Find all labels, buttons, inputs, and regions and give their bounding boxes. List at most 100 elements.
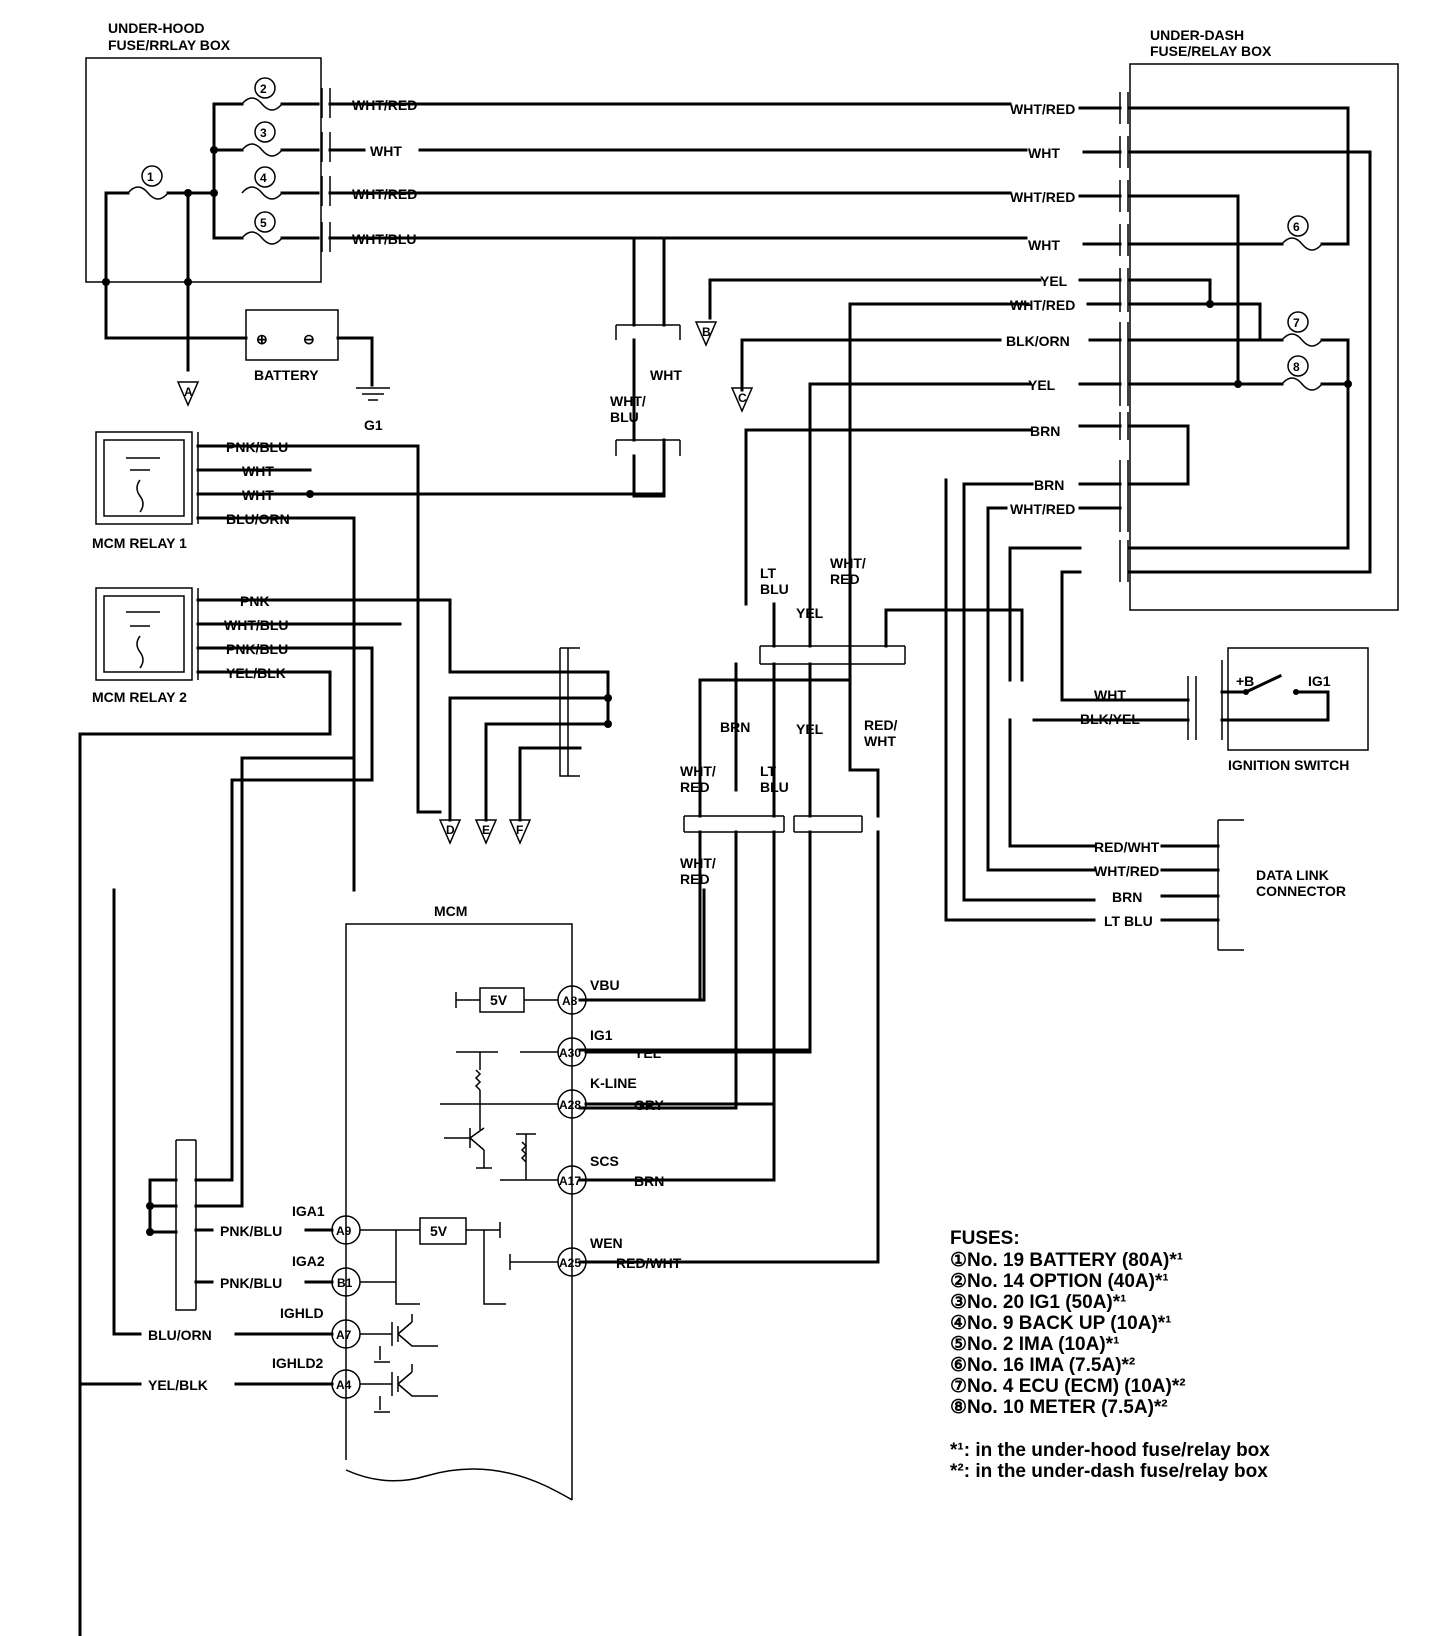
signal-vbu: VBU [590, 977, 620, 993]
mcm-relay-2: MCM RELAY 2 PNK WHT/BLU PNK/BLU YEL/BLK [78, 587, 562, 1636]
wire-label-lt-blu-s1: LT [760, 565, 777, 581]
relay-1-coil-icon [126, 457, 160, 513]
ground-icon [356, 387, 390, 401]
wire-label-wht-red-s5: WHT/ [680, 855, 716, 871]
fuse-4-number: 4 [260, 171, 267, 185]
data-link-connector: RED/WHT WHT/RED BRN LT BLU DATA LINK CON… [944, 478, 1346, 951]
offpage-d-label: D [446, 823, 455, 837]
svg-text:B1: B1 [337, 1276, 353, 1290]
svg-text:A9: A9 [336, 1224, 352, 1238]
fuse-note-1: *¹: in the under-hood fuse/relay box [950, 1440, 1270, 1461]
wire-label-brn-4: BRN [1112, 889, 1142, 905]
wire-label-blu-orn-2: BLU/ORN [148, 1327, 212, 1343]
fuse-6-number: 6 [1293, 220, 1300, 234]
wire-label-wht-red-s6: RED [680, 871, 710, 887]
fuses-title: FUSES: [950, 1228, 1020, 1249]
pin-a9: A9 IGA1 PNK/BLU 5V [194, 1203, 506, 1305]
signal-wen: WEN [590, 1235, 623, 1251]
pin-a8: A8 VBU 5V [455, 888, 706, 1015]
fuse-4-icon: 4 [241, 166, 283, 200]
mcm-label: MCM [434, 903, 467, 919]
fuse-3-number: 3 [260, 126, 267, 140]
battery-label: BATTERY [254, 367, 319, 383]
svg-text:A25: A25 [559, 1256, 581, 1270]
harness-connector-low: WHT/ RED [578, 815, 880, 1264]
fuse-8-number: 8 [1293, 360, 1300, 374]
fuse-note-2: *²: in the under-dash fuse/relay box [950, 1461, 1268, 1482]
offpage-b-label: B [702, 325, 711, 339]
svg-text:A28: A28 [559, 1098, 581, 1112]
offpage-d-icon [438, 819, 462, 845]
wire-label-lt-blu-s2: BLU [760, 581, 789, 597]
fuse-6-icon: 6 [1281, 215, 1323, 251]
wire-label-wht-6: WHT [242, 487, 274, 503]
fuse-2-number: 2 [260, 82, 267, 96]
wire-label-wht-3: WHT [1028, 237, 1060, 253]
ignition-b-label: +B [1236, 673, 1254, 689]
under-dash-title-2: FUSE/RELAY BOX [1150, 43, 1272, 59]
offpage-f-icon [508, 819, 532, 845]
wire-label-pnk-blu-2: PNK/BLU [226, 641, 288, 657]
wire-label-wht-red-3: WHT/RED [352, 186, 417, 202]
under-hood-title-1: UNDER-HOOD [108, 20, 204, 36]
fuse-8-icon: 8 [1281, 355, 1323, 391]
battery-plus-icon: ⊕ [256, 331, 268, 347]
signal-ighld2: IGHLD2 [272, 1355, 324, 1371]
fuse-5-number: 5 [260, 216, 267, 230]
wire-label-red-wht-1: RED/WHT [1094, 839, 1160, 855]
pin-b1: B1 IGA2 PNK/BLU [194, 1253, 396, 1297]
wire-label-wht-red-5: WHT/RED [1010, 297, 1075, 313]
signal-ighld: IGHLD [280, 1305, 324, 1321]
relay-2-label: MCM RELAY 2 [92, 689, 187, 705]
wire-label-pnk-blu-4: PNK/BLU [220, 1275, 282, 1291]
harness-connector-mid: LT BLU WHT/ RED YEL BRN YEL RED/ WHT WHT… [680, 555, 1024, 818]
battery-minus-icon: ⊖ [303, 331, 315, 347]
signal-iga2: IGA2 [292, 1253, 325, 1269]
ground-label: G1 [364, 417, 383, 433]
wire-label-red-wht-2: RED/WHT [616, 1255, 682, 1271]
wire-label-wht-1: WHT [370, 143, 402, 159]
wire-label-wht-7: WHT [1094, 687, 1126, 703]
fuse-item-5: ⑤No. 2 IMA (10A)*¹ [950, 1334, 1119, 1355]
wire-label-wht-2: WHT [1028, 145, 1060, 161]
under-hood-box-outline [85, 57, 322, 283]
offpage-e-label: E [482, 823, 490, 837]
fuse-1-icon: 1 [127, 165, 169, 200]
wire-label-pnk-blu-3: PNK/BLU [220, 1223, 282, 1239]
wire-label-wht-red-1: WHT/RED [352, 97, 417, 113]
wire-label-wht-blu-1: WHT/BLU [352, 231, 417, 247]
fuse-legend: FUSES: ①No. 19 BATTERY (80A)*¹ ②No. 14 O… [950, 1228, 1270, 1482]
svg-text:A30: A30 [559, 1046, 581, 1060]
svg-text:A4: A4 [336, 1378, 352, 1392]
wire-label-yel-blk-1: YEL/BLK [226, 665, 286, 681]
wire-label-gry: GRY [634, 1097, 664, 1113]
wire-label-wht-red-s3: WHT/ [680, 763, 716, 779]
pin-a17: A17 SCS BRN [500, 1133, 738, 1195]
splice-block-2: D E F [438, 647, 612, 845]
relay-2-coil-icon [126, 611, 160, 669]
offpage-c-icon [730, 387, 754, 413]
signal-ig1: IG1 [590, 1027, 613, 1043]
mcm-module: MCM A8 VBU 5V A30 IG1 YEL A28 K-LINE GRY [78, 522, 880, 1501]
wire-label-pnk: PNK [240, 593, 270, 609]
wire-label-wht-4: WHT [650, 367, 682, 383]
wire-label-yel-4: YEL [796, 721, 824, 737]
offpage-e-icon [474, 819, 498, 845]
fuse-7-icon: 7 [1281, 311, 1323, 347]
wire-label-wht-5: WHT [242, 463, 274, 479]
wire-label-blk-yel: BLK/YEL [1080, 711, 1140, 727]
svg-text:A8: A8 [562, 994, 578, 1008]
pin-a28: A28 K-LINE GRY [440, 1075, 776, 1169]
mcm-relay-1: MCM RELAY 1 PNK/BLU WHT WHT BLU/ORN [92, 431, 666, 814]
under-hood-title-2: FUSE/RRLAY BOX [108, 37, 231, 53]
wire-label-wht-blu-2: WHT/BLU [224, 617, 289, 633]
dlc-label-2: CONNECTOR [1256, 883, 1346, 899]
transistor-icon [440, 1103, 558, 1169]
signal-k-line: K-LINE [590, 1075, 637, 1091]
wire-label-wht-red-7: WHT/RED [1094, 863, 1159, 879]
fuse-item-7: ⑦No. 4 ECU (ECM) (10A)*² [950, 1376, 1186, 1397]
offpage-a-label: A [184, 385, 193, 399]
pin-a7: A7 IGHLD BLU/ORN [112, 522, 438, 1363]
fuse-3-icon: 3 [241, 121, 283, 157]
under-hood-fuse-box: UNDER-HOOD FUSE/RRLAY BOX 1 2 3 4 5 [85, 20, 331, 284]
